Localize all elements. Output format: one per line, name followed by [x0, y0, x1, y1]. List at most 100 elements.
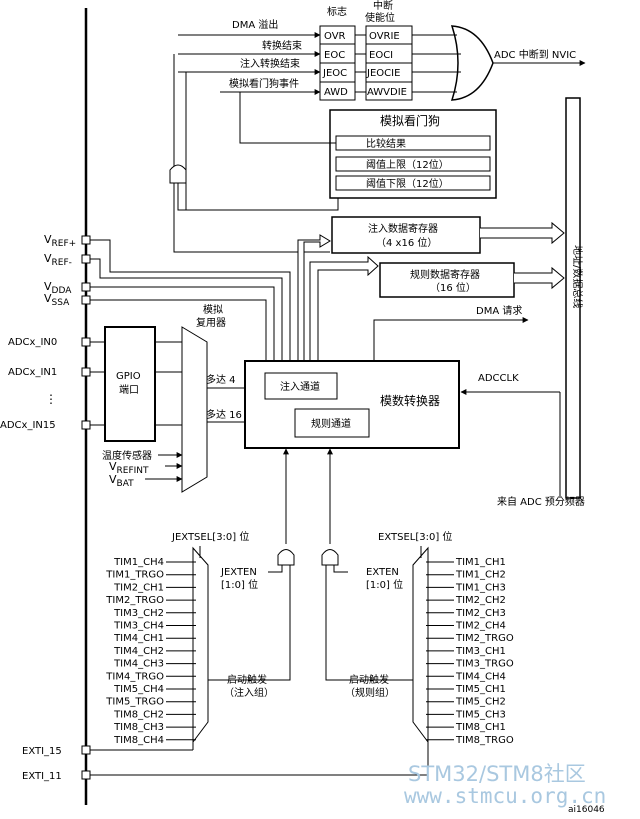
flag-eoc: EOC	[324, 50, 345, 61]
gpio-line2: 端口	[119, 383, 139, 396]
input-ellipsis: ⋮	[45, 392, 57, 406]
trigger-label: TIM5_CH2	[455, 697, 506, 708]
flag-event-label: DMA 溢出	[232, 18, 278, 31]
input-label-in1: ADCx_IN1	[8, 367, 57, 378]
or-gate	[450, 25, 494, 101]
vref-plus-label: VREF+	[44, 233, 76, 249]
gpio-port: GPIO 端口	[104, 326, 156, 442]
trigger-label: TIM5_CH3	[455, 709, 506, 720]
injected-trigger-mux	[192, 546, 209, 744]
flag-ovr: OVR	[324, 31, 346, 42]
trigger-label: TIM8_CH4	[113, 735, 164, 746]
analog-watchdog: 模拟看门狗 比较结果 阈值上限（12位） 阈值下限（12位）	[329, 109, 497, 199]
adc-converter: 模数转换器 注入通道 规则通道	[244, 360, 460, 449]
trigger-label: TIM1_TRGO	[105, 570, 164, 581]
pin-adc-in1	[81, 367, 91, 377]
watchdog-upper: 阈值上限（12位）	[366, 158, 449, 171]
trigger-label: TIM8_TRGO	[455, 735, 514, 746]
flag-event-label: 转换结束	[262, 39, 302, 52]
pin-vref-minus	[81, 254, 91, 264]
trigger-label: TIM3_CH1	[455, 646, 506, 657]
vref-minus-label: VREF-	[44, 252, 72, 268]
flag-jeoc: JEOC	[322, 68, 347, 79]
watchdog-title: 模拟看门狗	[380, 113, 440, 128]
vssa-label: VSSA	[44, 292, 70, 308]
watermark-bottom: www.stmcu.org.cn	[404, 784, 606, 808]
trigger-label: TIM2_CH1	[113, 582, 164, 593]
exten-line1: EXTEN	[366, 567, 399, 578]
watchdog-compare: 比较结果	[366, 137, 406, 150]
trigger-label: TIM1_CH1	[455, 557, 506, 568]
enable-ovrie: OVRIE	[369, 31, 400, 42]
enable-header: 使能位	[365, 11, 395, 24]
gpio-line1: GPIO	[116, 371, 141, 382]
upto4-label: 多达 4	[206, 373, 236, 386]
flag-awd: AWD	[324, 87, 348, 98]
vdda-label: VDDA	[44, 280, 72, 296]
pin-vdda	[81, 282, 91, 292]
trigger-label: TIM4_CH4	[455, 671, 506, 682]
regular-trigger-list: TIM1_CH1TIM1_CH2TIM1_CH3TIM2_CH2TIM2_CH3…	[426, 557, 514, 746]
regular-data-register: 规则数据寄存器 （16 位）	[379, 262, 515, 298]
watchdog-lower: 阈值下限（12位）	[366, 177, 449, 190]
jextsel-label: JEXTSEL[3:0] 位	[171, 530, 249, 543]
mux-line1: 模拟	[203, 303, 223, 316]
pin-vssa	[81, 295, 91, 305]
inj-trigger-line1: 启动触发	[227, 673, 267, 686]
trigger-label: TIM2_TRGO	[105, 595, 164, 606]
jexten-and-gate	[277, 549, 295, 566]
trigger-label: TIM2_CH2	[455, 595, 506, 606]
exti11-label: EXTI_11	[22, 771, 62, 782]
trigger-label: TIM8_CH3	[113, 722, 164, 733]
flag-register: OVR EOC JEOC AWD	[319, 25, 356, 101]
flag-event-label: 模拟看门狗事件	[229, 77, 299, 90]
vbat-label: VBAT	[109, 473, 134, 489]
extsel-label: EXTSEL[3:0] 位	[378, 530, 452, 543]
pin-vref-plus	[81, 235, 91, 245]
adcclk-label: ADCCLK	[478, 373, 519, 384]
inj-reg-line2: （4 x16 位）	[376, 236, 437, 249]
exti15-label: EXTI_15	[22, 746, 62, 757]
pin-adc-in0	[81, 337, 91, 347]
temp-sensor-label: 温度传感器	[102, 449, 152, 462]
analog-multiplexer	[181, 326, 208, 493]
enable-jeocie: JEOCIE	[366, 68, 400, 79]
trigger-label: TIM1_CH4	[113, 557, 164, 568]
address-data-bus	[565, 97, 581, 499]
jexten-line1: JEXTEN	[220, 567, 257, 578]
input-label-in0: ADCx_IN0	[8, 337, 57, 348]
supply-pins: VREF+ VREF- VDDA VSSA	[44, 233, 76, 308]
exten-line2: [1:0] 位	[366, 578, 403, 591]
jexten-line2: [1:0] 位	[221, 578, 258, 591]
enable-register: OVRIE EOCI JEOCIE AWVDIE	[365, 25, 413, 101]
pin-adc-in15	[81, 420, 91, 430]
trigger-label: TIM1_CH3	[455, 582, 506, 593]
watermark-top: STM32/STM8社区	[408, 762, 586, 786]
enable-eoci: EOCI	[369, 50, 393, 61]
injected-data-register: 注入数据寄存器 （4 x16 位）	[331, 216, 481, 254]
mux-line2: 复用器	[196, 316, 226, 329]
converter-label: 模数转换器	[380, 393, 440, 408]
reg-trigger-line2: （规则组）	[345, 686, 395, 699]
trigger-label: TIM3_TRGO	[455, 659, 514, 670]
interrupt-header: 中断	[373, 0, 393, 12]
trigger-label: TIM4_CH3	[113, 659, 164, 670]
and-gate-feedback	[169, 164, 187, 184]
flag-event-label: 注入转换结束	[240, 57, 300, 70]
exten-and-gate	[321, 549, 339, 566]
trigger-label: TIM4_CH1	[113, 633, 164, 644]
trigger-label: TIM2_CH3	[455, 608, 506, 619]
reg-reg-line2: （16 位）	[430, 281, 476, 294]
trigger-label: TIM4_TRGO	[105, 671, 164, 682]
reg-channel-label: 规则通道	[311, 417, 351, 430]
dma-request-label: DMA 请求	[476, 304, 522, 317]
enable-awvdie: AWVDIE	[367, 87, 407, 98]
trigger-label: TIM4_CH2	[113, 646, 164, 657]
upto16-label: 多达 16	[206, 408, 242, 421]
inj-channel-label: 注入通道	[280, 380, 320, 393]
trigger-label: TIM2_TRGO	[455, 633, 514, 644]
nvic-label: ADC 中断到 NVIC	[494, 48, 576, 61]
trigger-label: TIM3_CH2	[113, 608, 164, 619]
